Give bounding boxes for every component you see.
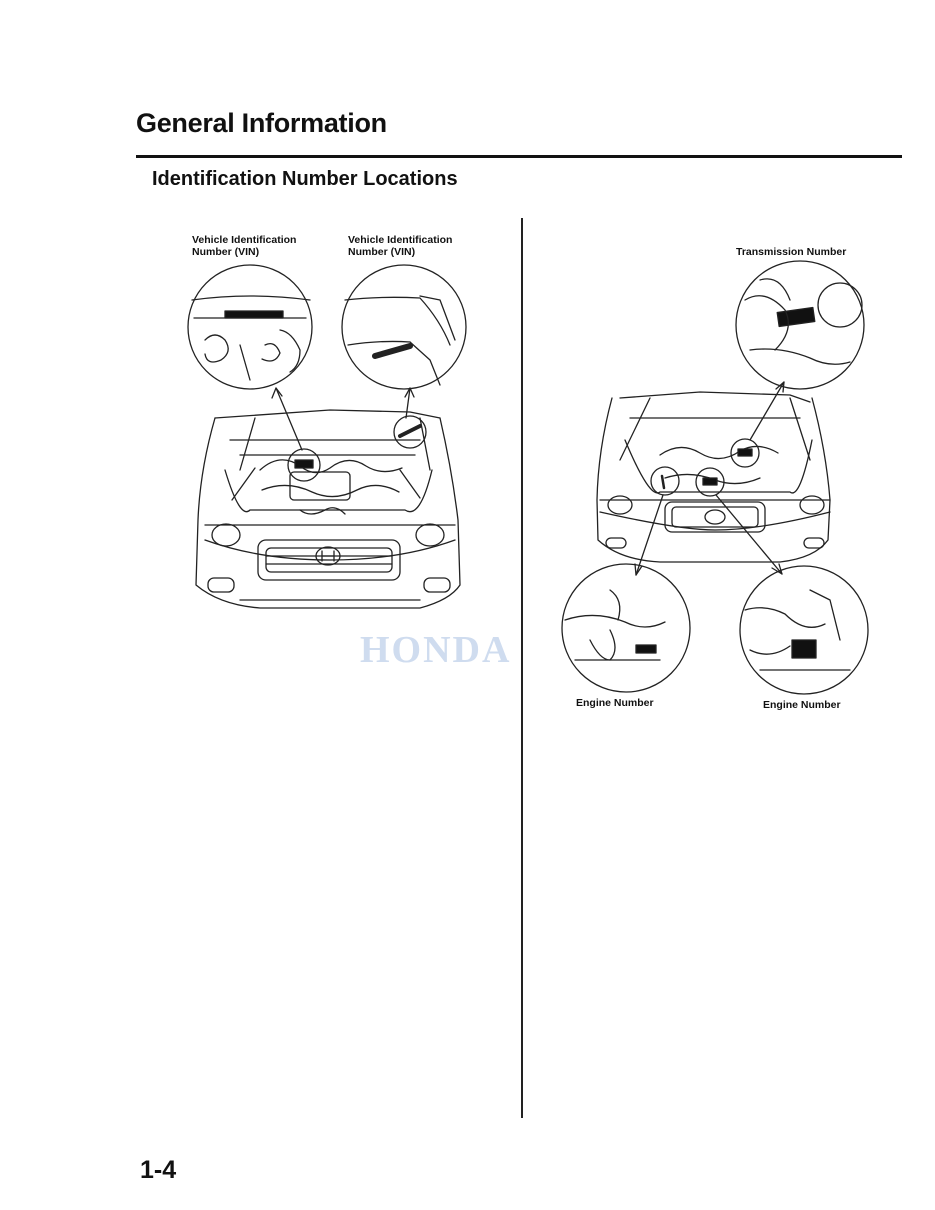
right-vehicle-drawing: [561, 260, 869, 695]
page-number: 1-4: [140, 1156, 177, 1184]
vin-label-dashboard: Vehicle Identification Number (VIN): [192, 234, 297, 258]
honda-watermark: HONDA: [360, 629, 512, 671]
engine-number-label-left: Engine Number: [576, 697, 654, 709]
column-divider: [521, 218, 523, 1118]
title-rule: [136, 155, 902, 158]
section-title: General Information: [136, 108, 387, 138]
transmission-number-label: Transmission Number: [736, 246, 847, 258]
left-vehicle-drawing: [187, 264, 467, 609]
page-subtitle: Identification Number Locations: [152, 168, 458, 190]
vin-label-windshield: Vehicle Identification Number (VIN): [348, 234, 453, 258]
engine-number-label-right: Engine Number: [763, 699, 841, 711]
